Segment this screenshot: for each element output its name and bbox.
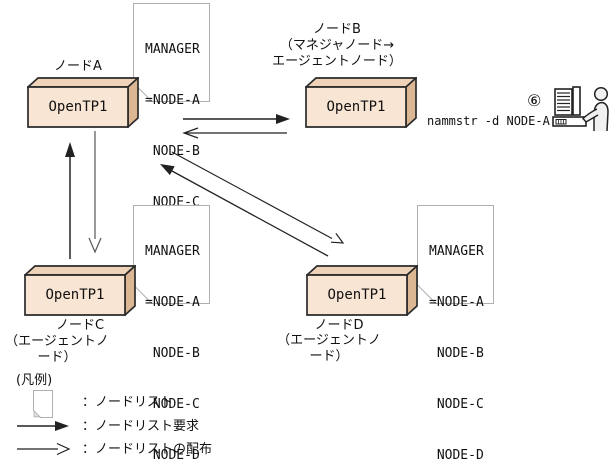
node-list-line: NODE-C	[429, 397, 484, 412]
node-d-box: OpenTP1	[306, 265, 418, 316]
legend-title: (凡例)	[16, 373, 53, 388]
server-box-shape	[27, 77, 139, 128]
arrow-distribute-a-to-c	[88, 131, 102, 254]
legend-item-node-list-distribution: ：ノードリストの配布	[82, 442, 213, 457]
node-list-content: MANAGER =NODE-A NODE-B NODE-C NODE-D	[429, 209, 484, 463]
node-a-product-label: OpenTP1	[48, 99, 108, 115]
node-list-line: NODE-B	[145, 346, 200, 361]
node-c-subtitle: （エージェントノード）	[5, 334, 109, 365]
node-b-subtitle-line1: （マネジャノード→	[279, 38, 395, 53]
node-list-content: MANAGER =NODE-A NODE-B NODE-C NODE-D	[145, 209, 200, 463]
node-list-line: MANAGER	[429, 244, 484, 259]
node-list-line: NODE-D	[429, 448, 484, 463]
page-fold-icon	[133, 284, 153, 304]
node-list-line: =NODE-A	[429, 295, 484, 310]
legend-filled-arrow-icon	[17, 421, 69, 431]
node-b-box: OpenTP1	[305, 77, 417, 128]
node-b-title: ノードB	[313, 22, 361, 37]
legend-node-list-page-icon	[33, 390, 53, 418]
legend-open-arrow-icon	[17, 442, 71, 456]
note-page	[133, 205, 210, 304]
arrow-distribute-a-to-d	[171, 151, 345, 244]
node-list-line: NODE-B	[145, 144, 200, 159]
server-box-shape	[306, 265, 418, 316]
node-b-subtitle-line2: エージェントノード）	[272, 54, 402, 69]
node-b-title-block: ノードB （マネジャノード→ エージェントノード）	[257, 22, 417, 70]
arrow-distribute-b-to-a	[182, 127, 287, 139]
node-list-line: MANAGER	[145, 42, 200, 57]
server-box-shape	[24, 265, 136, 316]
command-text: nammstr -d NODE-A	[427, 114, 550, 128]
note-page	[417, 205, 494, 304]
node-c-title: ノードC	[55, 318, 105, 333]
node-a-box: OpenTP1	[27, 77, 139, 128]
node-list-note-d: MANAGER =NODE-A NODE-B NODE-C NODE-D	[417, 205, 494, 463]
note-page	[133, 3, 210, 102]
node-d-title: ノードD	[314, 318, 364, 333]
node-list-line: NODE-C	[145, 397, 200, 412]
node-list-line: MANAGER	[145, 244, 200, 259]
node-c-product-label: OpenTP1	[45, 287, 105, 303]
arrow-request-a-to-b	[183, 114, 290, 124]
step-number-badge: ⑥	[527, 91, 542, 110]
legend-item-node-list-request: ：ノードリスト要求	[82, 419, 200, 434]
node-list-note-c: MANAGER =NODE-A NODE-B NODE-C NODE-D	[133, 205, 210, 463]
node-a-title: ノードA	[54, 59, 102, 74]
node-list-line: =NODE-A	[145, 93, 200, 108]
arrow-request-c-to-a	[65, 142, 75, 259]
legend-item-node-list: ：ノードリスト	[82, 395, 174, 410]
node-list-line: NODE-B	[429, 346, 484, 361]
node-c-box: OpenTP1	[24, 265, 136, 316]
arrow-request-d-to-a	[160, 164, 329, 257]
node-list-line: NODE-D	[145, 448, 200, 463]
page-fold-icon	[417, 284, 437, 304]
server-box-shape	[305, 77, 417, 128]
node-list-line: =NODE-A	[145, 295, 200, 310]
node-d-product-label: OpenTP1	[327, 287, 387, 303]
operator-at-terminal-icon	[552, 86, 609, 132]
node-d-subtitle: （エージェントノード）	[277, 333, 381, 364]
node-b-product-label: OpenTP1	[326, 99, 386, 115]
